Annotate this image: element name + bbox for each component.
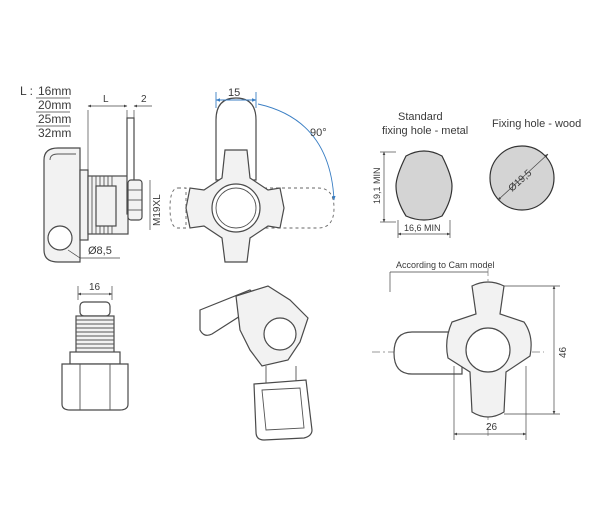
padlock-view (199, 285, 313, 441)
mounting-plate (79, 169, 89, 241)
hex-nut (95, 185, 117, 227)
fixing-hole-wood: Fixing hole - wood Ø19,5 (489, 118, 581, 211)
metal-width-label: 16,6 MIN (404, 223, 441, 233)
cam-knob-center (465, 327, 511, 373)
thread-spec-label: M19XL (152, 194, 163, 226)
length-option-32: 32mm (38, 126, 71, 140)
side-view: L 2 M19XL Ø8,5 (43, 94, 163, 263)
rotation-arc (257, 103, 336, 201)
cam-height-label: 46 (558, 346, 569, 358)
fixing-hole-metal: Standard fixing hole - metal 19,1 MIN 16… (372, 111, 468, 238)
cylinder-head (79, 301, 111, 317)
cam-width-label: 26 (486, 422, 498, 433)
bottom-base (61, 363, 129, 411)
rotation-label: 90° (310, 127, 327, 139)
metal-title-line2: fixing hole - metal (382, 125, 468, 137)
dim-2-label: 2 (141, 94, 147, 105)
length-option-20: 20mm (38, 98, 71, 112)
length-option-16: 16mm (38, 84, 71, 98)
metal-height-label: 19,1 MIN (372, 167, 382, 204)
bottom-view: 16 (61, 282, 129, 411)
cam-model-view: According to Cam model 46 26 (372, 260, 569, 440)
metal-title-line1: Standard (398, 111, 443, 123)
cam-arm-horizontal (393, 331, 463, 375)
metal-hole-shape (395, 150, 453, 221)
hole-diameter-label: Ø8,5 (88, 245, 112, 257)
bottom-thread-lines (76, 319, 114, 349)
front-view: 15 90° (169, 87, 336, 263)
knob-center (211, 183, 261, 233)
length-prefix: L : (20, 84, 33, 98)
bottom-nut (69, 351, 121, 365)
wood-diameter-line (497, 153, 549, 201)
padlock-body (253, 379, 313, 441)
length-options: L : 16mm 20mm 25mm 32mm (20, 84, 71, 140)
keyway-hole (47, 225, 73, 251)
wood-title: Fixing hole - wood (492, 118, 581, 130)
dim-15-label: 15 (228, 87, 240, 99)
dim-16-label: 16 (89, 282, 101, 293)
dim-l-label: L (103, 94, 109, 105)
length-option-25: 25mm (38, 112, 71, 126)
cam-note: According to Cam model (396, 260, 495, 270)
